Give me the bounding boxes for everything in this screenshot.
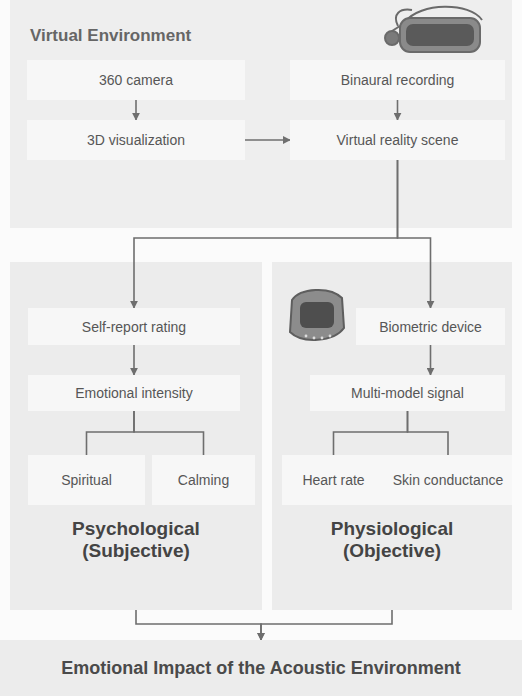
process-box: Heart rate — [282, 455, 385, 505]
wristband-face — [300, 302, 334, 328]
headset-face — [406, 24, 474, 46]
connector — [334, 411, 408, 455]
process-box: Calming — [152, 455, 255, 505]
result-band: Emotional Impact of the Acoustic Environ… — [0, 640, 522, 696]
connector — [261, 610, 392, 640]
connector — [135, 100, 137, 120]
connector — [134, 160, 398, 308]
box-label: 360 camera — [99, 72, 173, 88]
panel-title: Virtual Environment — [30, 26, 191, 46]
connector — [134, 411, 204, 455]
panel: Virtual Environment 360 camera Binaural re… — [10, 0, 512, 228]
panel: Psychological (Subjective) Self-report ra… — [10, 262, 262, 610]
box-label: Calming — [178, 472, 229, 488]
connector — [397, 100, 399, 120]
panel: Physiological (Objective) Biometric devic… — [272, 262, 512, 610]
panel-title: Physiological (Objective) — [302, 518, 482, 562]
strap-hole — [329, 335, 332, 338]
process-box: 3D visualization — [27, 120, 245, 160]
box-label: Skin conductance — [393, 472, 504, 488]
process-box: Biometric device — [356, 308, 505, 345]
connector — [245, 139, 290, 141]
box-label: Emotional intensity — [75, 385, 193, 401]
process-box: Spiritual — [28, 455, 145, 505]
connector — [87, 411, 135, 455]
wristband — [290, 290, 344, 340]
headset-earphone — [385, 31, 399, 45]
connector — [398, 160, 431, 308]
strap-hole — [321, 337, 324, 340]
box-label: Biometric device — [379, 319, 482, 335]
headset-arm — [392, 26, 400, 31]
strap-hole — [305, 335, 308, 338]
connector — [136, 610, 261, 640]
panel-title: Psychological (Subjective) — [41, 518, 231, 562]
wristband-strap — [290, 290, 344, 340]
band-label: Emotional Impact of the Acoustic Environ… — [61, 658, 460, 679]
vr-headset — [385, 7, 482, 52]
process-box: 360 camera — [27, 60, 245, 100]
box-label: Heart rate — [302, 472, 364, 488]
connector — [133, 345, 135, 375]
process-box: Binaural recording — [290, 60, 505, 100]
box-label: Virtual reality scene — [337, 132, 459, 148]
box-label: Multi-model signal — [351, 385, 464, 401]
connector — [408, 411, 449, 455]
box-label: 3D visualization — [87, 132, 185, 148]
box-label: Binaural recording — [341, 72, 455, 88]
process-box: Virtual reality scene — [290, 120, 505, 160]
box-label: Spiritual — [61, 472, 112, 488]
process-box: Self-report rating — [28, 308, 240, 345]
process-box: Multi-model signal — [310, 375, 505, 411]
strap-hole — [313, 337, 316, 340]
connector — [430, 345, 432, 375]
box-label: Self-report rating — [82, 319, 186, 335]
process-box: Skin conductance — [385, 455, 512, 505]
process-box: Emotional intensity — [28, 375, 240, 411]
headset-visor — [400, 18, 480, 52]
